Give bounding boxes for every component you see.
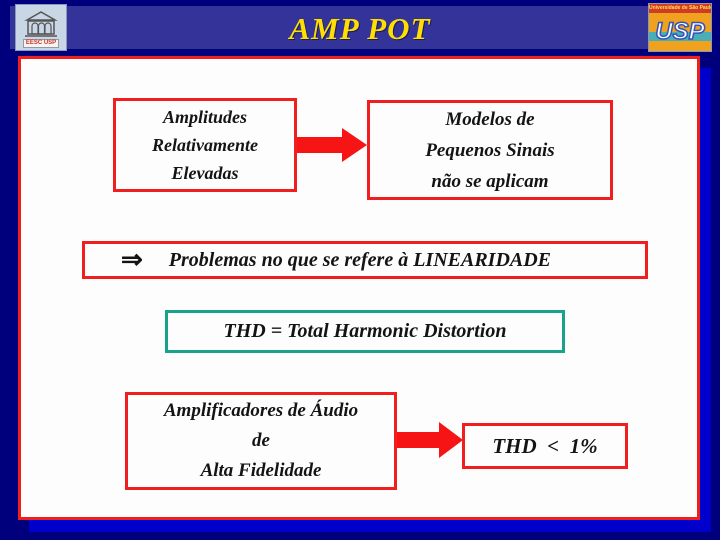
- box-thd-definition-text: THD = Total Harmonic Distortion: [223, 320, 507, 342]
- eesc-usp-logo-caption: EESC USP: [22, 39, 60, 48]
- box-amplificadores-line3: Alta Fidelidade: [200, 460, 322, 481]
- box-modelos-line3: não se aplicam: [431, 170, 549, 192]
- box-thd-limit: THD < 1%: [462, 423, 628, 469]
- box-modelos-line1: Modelos de: [445, 108, 535, 130]
- box-amplitudes-line3: Elevadas: [171, 163, 239, 183]
- arrow-body: [297, 137, 342, 153]
- box-amplificadores: Amplificadores de Áudio de Alta Fidelida…: [125, 392, 397, 490]
- page-title: AMP POT: [289, 11, 431, 46]
- box-amplitudes-line2: Relativamente: [152, 135, 258, 155]
- arrow-body: [397, 432, 439, 448]
- box-amplificadores-line1: Amplificadores de Áudio: [163, 400, 359, 421]
- arrow-right-icon: [397, 422, 463, 458]
- usp-logo-banner: Universidade de São Paulo: [649, 4, 711, 13]
- banner-linearidade-text: Problemas no que se refere à LINEARIDADE: [168, 248, 552, 271]
- box-amplitudes: Amplitudes Relativamente Elevadas: [113, 98, 297, 192]
- building-icon: [24, 11, 58, 37]
- eesc-usp-logo: EESC USP: [15, 4, 67, 51]
- box-thd-definition: THD = Total Harmonic Distortion: [165, 310, 565, 353]
- usp-logo: Universidade de São Paulo USP: [648, 3, 712, 52]
- box-amplitudes-line1: Amplitudes: [162, 107, 247, 127]
- box-modelos: Modelos de Pequenos Sinais não se aplica…: [367, 100, 613, 200]
- usp-logo-text: USP: [655, 17, 706, 46]
- arrow-head: [342, 128, 367, 162]
- arrow-right-icon: [297, 128, 367, 162]
- box-amplificadores-line2: de: [252, 430, 270, 451]
- slide-content-panel: Amplitudes Relativamente Elevadas Modelo…: [18, 56, 700, 520]
- box-modelos-line2: Pequenos Sinais: [425, 139, 555, 161]
- banner-linearidade: ⇒ Problemas no que se refere à LINEARIDA…: [82, 241, 648, 279]
- box-thd-limit-text: THD < 1%: [492, 433, 598, 458]
- arrow-head: [439, 422, 463, 458]
- implies-arrow-icon: ⇒: [121, 245, 143, 274]
- usp-logo-stripe: [649, 32, 711, 41]
- header-band: [10, 6, 710, 49]
